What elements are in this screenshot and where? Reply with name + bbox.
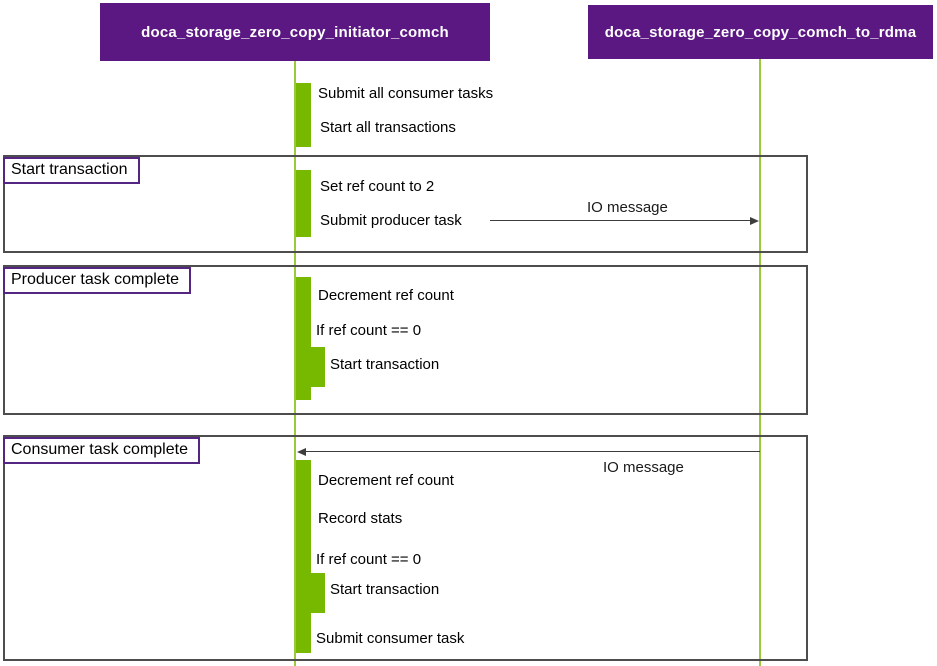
message-submit-all-consumer-tasks: Submit all consumer tasks: [318, 85, 494, 102]
message-if-ref-count-1: If ref count == 0: [316, 322, 422, 339]
lifeline-rdma: [759, 59, 761, 666]
activation-bar-frame3: [296, 460, 311, 653]
io-message-arrow-right: [490, 220, 752, 221]
message-submit-consumer-task: Submit consumer task: [316, 630, 465, 647]
activation-bar-startup: [296, 83, 311, 147]
nested-activation-bar-frame2: [311, 347, 325, 387]
participant-comch-to-rdma: doca_storage_zero_copy_comch_to_rdma: [588, 5, 933, 59]
message-start-all-transactions: Start all transactions: [320, 119, 456, 136]
lifeline-initiator: [294, 61, 296, 666]
activation-bar-frame1: [296, 170, 311, 237]
frame-start-transaction: [3, 155, 808, 253]
participant-initiator-comch: doca_storage_zero_copy_initiator_comch: [100, 3, 490, 61]
message-set-ref-count: Set ref count to 2: [320, 178, 435, 195]
frame-consumer-task-complete: [3, 435, 808, 661]
io-message-label-2: IO message: [603, 459, 684, 476]
message-start-transaction-2: Start transaction: [330, 581, 440, 598]
frame-producer-task-complete: [3, 265, 808, 415]
activation-bar-frame2: [296, 277, 311, 400]
message-submit-producer-task: Submit producer task: [320, 212, 462, 229]
io-message-arrow-left: [299, 451, 760, 452]
message-decrement-ref-count-1: Decrement ref count: [318, 287, 454, 304]
frame-label-producer-task-complete: Producer task complete: [3, 267, 192, 294]
message-if-ref-count-2: If ref count == 0: [316, 551, 422, 568]
frame-label-start-transaction: Start transaction: [3, 157, 140, 184]
io-message-label-1: IO message: [587, 199, 668, 216]
nested-activation-bar-frame3: [311, 573, 325, 613]
message-start-transaction-1: Start transaction: [330, 356, 440, 373]
arrowhead-right-icon: [750, 217, 759, 225]
frame-label-consumer-task-complete: Consumer task complete: [3, 437, 200, 464]
arrowhead-left-icon: [297, 448, 306, 456]
message-decrement-ref-count-2: Decrement ref count: [318, 472, 454, 489]
message-record-stats: Record stats: [318, 510, 403, 527]
